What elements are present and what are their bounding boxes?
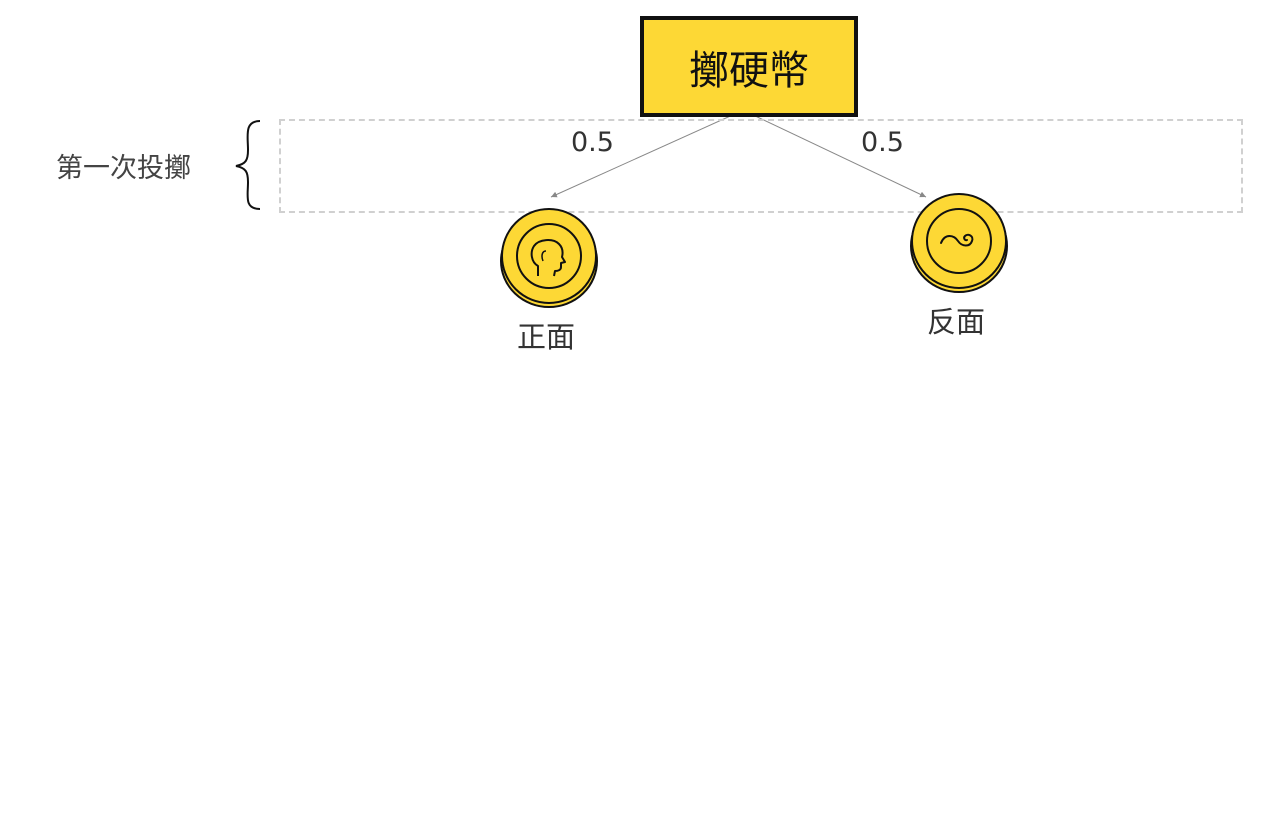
probability-label-right: 0.5	[861, 127, 904, 158]
link-left	[550, 112, 738, 198]
root-node: 擲硬幣	[640, 16, 858, 117]
outcome-label-tail: 反面	[927, 305, 986, 339]
probability-label-left: 0.5	[571, 127, 614, 158]
outcome-label-head: 正面	[517, 320, 576, 354]
level-label: 第一次投擲	[56, 153, 191, 184]
level-brace	[235, 120, 261, 210]
link-right	[748, 112, 927, 198]
level-band	[279, 119, 1243, 213]
coin-head-icon	[500, 208, 598, 308]
root-label: 擲硬幣	[689, 47, 809, 94]
coin-tail-icon	[910, 193, 1008, 293]
